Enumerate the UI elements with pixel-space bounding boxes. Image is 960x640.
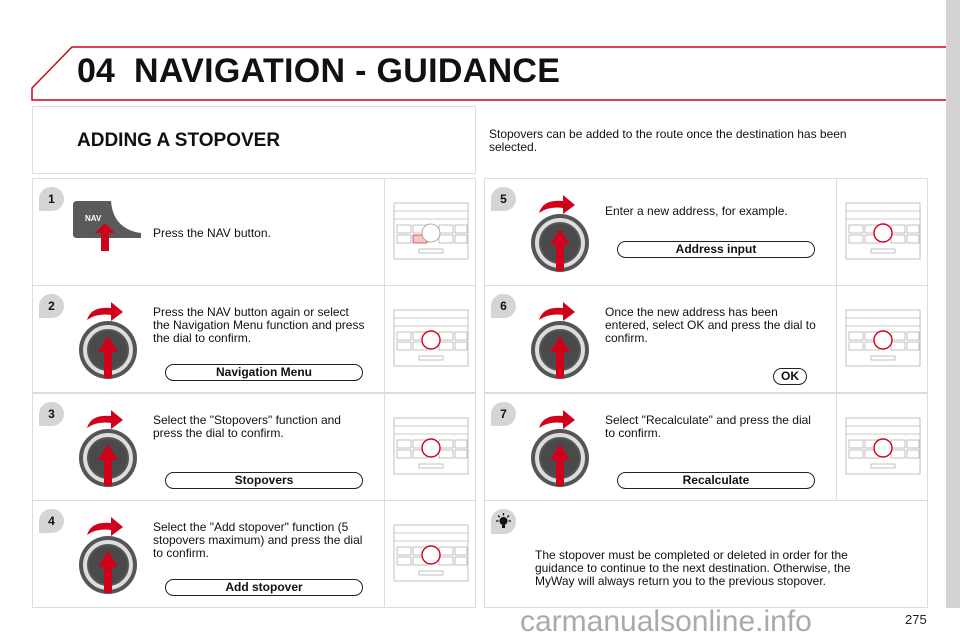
section-header-box bbox=[32, 106, 476, 174]
page-title: NAVIGATION - GUIDANCE bbox=[134, 52, 561, 90]
menu-option-button[interactable]: Stopovers bbox=[165, 472, 363, 489]
section-title: ADDING A STOPOVER bbox=[77, 130, 281, 151]
control-panel-illustration bbox=[393, 201, 469, 266]
step-row: 2 Press the NAV button again or select th… bbox=[32, 285, 476, 393]
menu-option-button[interactable]: Address input bbox=[617, 241, 815, 258]
step-row: 7 Select "Recalculate" and press the dial… bbox=[484, 393, 928, 501]
step-instruction: Once the new address has been entered, s… bbox=[605, 305, 816, 345]
step-number-badge: 4 bbox=[39, 509, 64, 533]
step-number-badge: 2 bbox=[39, 294, 64, 318]
step-row: 3 Select the "Stopovers" function and pre… bbox=[32, 393, 476, 501]
rotary-dial-icon bbox=[529, 191, 595, 278]
step-number-badge: 7 bbox=[491, 402, 516, 426]
rotary-dial-icon bbox=[77, 406, 143, 493]
step-instruction: Select the "Add stopover" function (5 st… bbox=[153, 520, 363, 560]
control-panel-illustration bbox=[845, 308, 921, 373]
nav-button-label: NAV bbox=[85, 214, 102, 223]
rotary-dial-icon bbox=[529, 406, 595, 493]
step-row: 6 Once the new address has been entered, … bbox=[484, 285, 928, 393]
chapter-number: 04 bbox=[77, 52, 115, 90]
step-row: 4 Select the "Add stopover" function (5 s… bbox=[32, 500, 476, 608]
control-panel-illustration bbox=[845, 416, 921, 481]
control-panel-illustration-cell bbox=[836, 179, 927, 285]
menu-option-button[interactable]: Recalculate bbox=[617, 472, 815, 489]
step-instruction: Press the NAV button. bbox=[153, 226, 271, 240]
control-panel-illustration-cell bbox=[384, 286, 475, 392]
tip-text: The stopover must be completed or delete… bbox=[535, 548, 851, 588]
step-instruction: Select the "Stopovers" function and pres… bbox=[153, 413, 341, 440]
menu-option-button[interactable]: Add stopover bbox=[165, 579, 363, 596]
rotary-dial-icon bbox=[77, 513, 143, 600]
control-panel-illustration bbox=[393, 523, 469, 588]
control-panel-illustration-cell bbox=[384, 179, 475, 285]
step-instruction: Press the NAV button again or select the… bbox=[153, 305, 365, 345]
control-panel-illustration bbox=[393, 416, 469, 481]
page-number: 275 bbox=[905, 612, 927, 627]
control-panel-illustration-cell bbox=[836, 394, 927, 500]
watermark: carmanualsonline.info bbox=[520, 605, 812, 638]
control-panel-illustration bbox=[845, 201, 921, 266]
step-number-badge: 5 bbox=[491, 187, 516, 211]
control-panel-illustration-cell bbox=[836, 286, 927, 392]
lightbulb-icon bbox=[491, 509, 516, 534]
chapter-sidebar-tab bbox=[946, 0, 960, 608]
header-frame bbox=[31, 46, 956, 110]
step-instruction: Enter a new address, for example. bbox=[605, 204, 788, 218]
ok-button[interactable]: OK bbox=[773, 368, 807, 385]
step-number-badge: 1 bbox=[39, 187, 64, 211]
control-panel-illustration-cell bbox=[384, 501, 475, 607]
control-panel-illustration bbox=[393, 308, 469, 373]
step-instruction: Select "Recalculate" and press the dial … bbox=[605, 413, 811, 440]
control-panel-illustration-cell bbox=[384, 394, 475, 500]
intro-text: Stopovers can be added to the route once… bbox=[489, 127, 847, 154]
nav-button-icon: NAV bbox=[73, 201, 145, 276]
step-number-badge: 3 bbox=[39, 402, 64, 426]
rotary-dial-icon bbox=[529, 298, 595, 385]
rotary-dial-icon bbox=[77, 298, 143, 385]
tip-box: The stopover must be completed or delete… bbox=[484, 500, 928, 608]
step-number-badge: 6 bbox=[491, 294, 516, 318]
menu-option-button[interactable]: Navigation Menu bbox=[165, 364, 363, 381]
